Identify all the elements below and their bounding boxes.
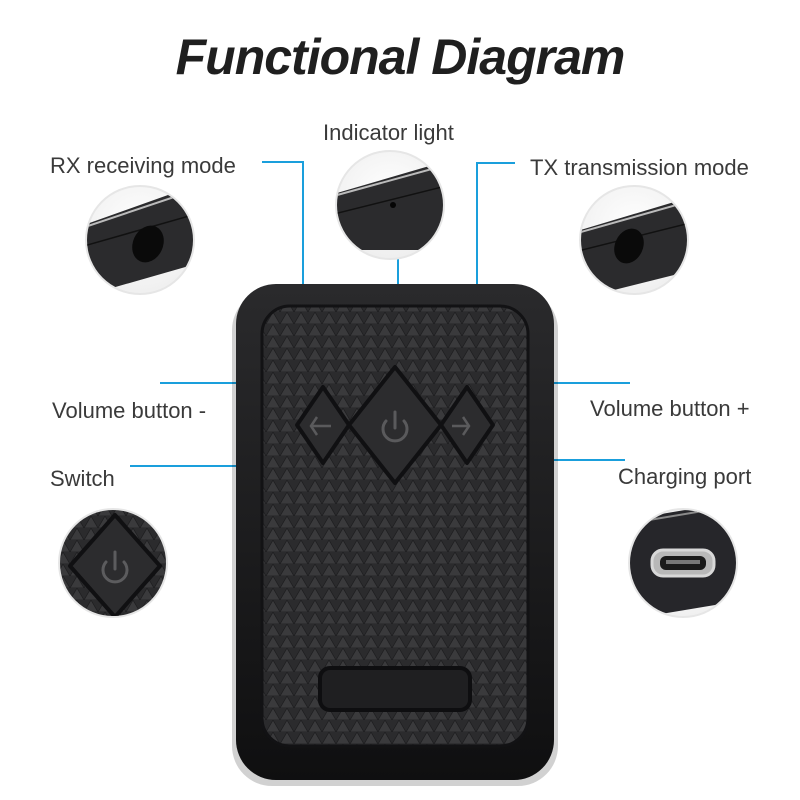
diagram-title: Functional Diagram [175,29,626,85]
back-arrow-icon [309,416,331,436]
label-rx-mode: RX receiving mode [50,153,236,178]
tx-jack-hole [614,228,644,264]
switch-power-icon [101,550,129,584]
label-tx-mode: TX transmission mode [530,155,749,180]
indicator-light-dot [390,202,396,208]
forward-arrow-icon [452,416,471,436]
charging-port-zoom [628,508,738,618]
rx-jack-hole [132,225,164,263]
power-icon [381,410,409,443]
bottom-pad [318,666,472,712]
label-switch: Switch [50,466,115,491]
label-volume-minus: Volume button - [52,398,207,423]
label-indicator-light: Indicator light [323,120,454,145]
label-volume-plus: Volume button + [590,396,750,421]
leader-line-tx [476,162,515,288]
label-charging-port: Charging port [618,464,752,489]
volume-minus-button[interactable] [295,385,351,465]
rx-mode-zoom [85,185,195,295]
device [232,284,558,786]
tx-mode-zoom [579,185,689,295]
volume-plus-button[interactable] [439,385,495,465]
power-button[interactable] [347,365,443,485]
switch-zoom [58,508,168,618]
leader-line-rx [262,161,304,288]
indicator-light-zoom [335,150,445,260]
